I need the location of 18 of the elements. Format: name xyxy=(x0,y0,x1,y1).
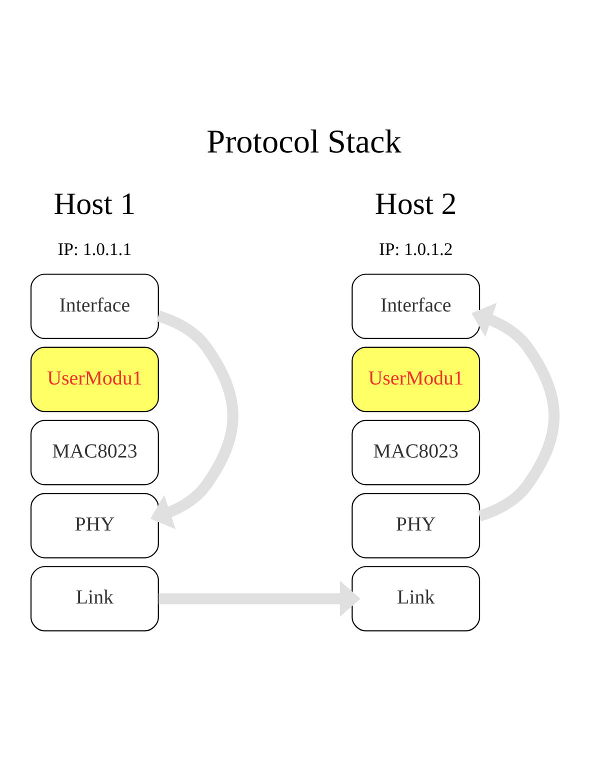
node-box: Link xyxy=(30,566,159,631)
node-box: Interface xyxy=(352,273,480,339)
node-box: MAC8023 xyxy=(30,419,159,485)
label: IP: 1.0.1.1 xyxy=(58,238,132,259)
arrow xyxy=(472,302,560,521)
label: IP: 1.0.1.2 xyxy=(378,238,453,259)
node-box: UserModu1 xyxy=(352,346,480,412)
node-box: Link xyxy=(352,566,480,631)
diagram-title: Protocol Stack xyxy=(206,122,402,160)
node-box: Interface xyxy=(30,273,159,339)
node-box: UserModu1 xyxy=(30,346,159,412)
node-box: PHY xyxy=(30,492,159,558)
node-box: MAC8023 xyxy=(352,419,480,485)
label: Host 2 xyxy=(374,185,457,220)
arrow xyxy=(158,580,360,616)
label: Host 1 xyxy=(54,185,136,220)
arrow xyxy=(150,310,238,529)
node-box: PHY xyxy=(352,492,480,558)
